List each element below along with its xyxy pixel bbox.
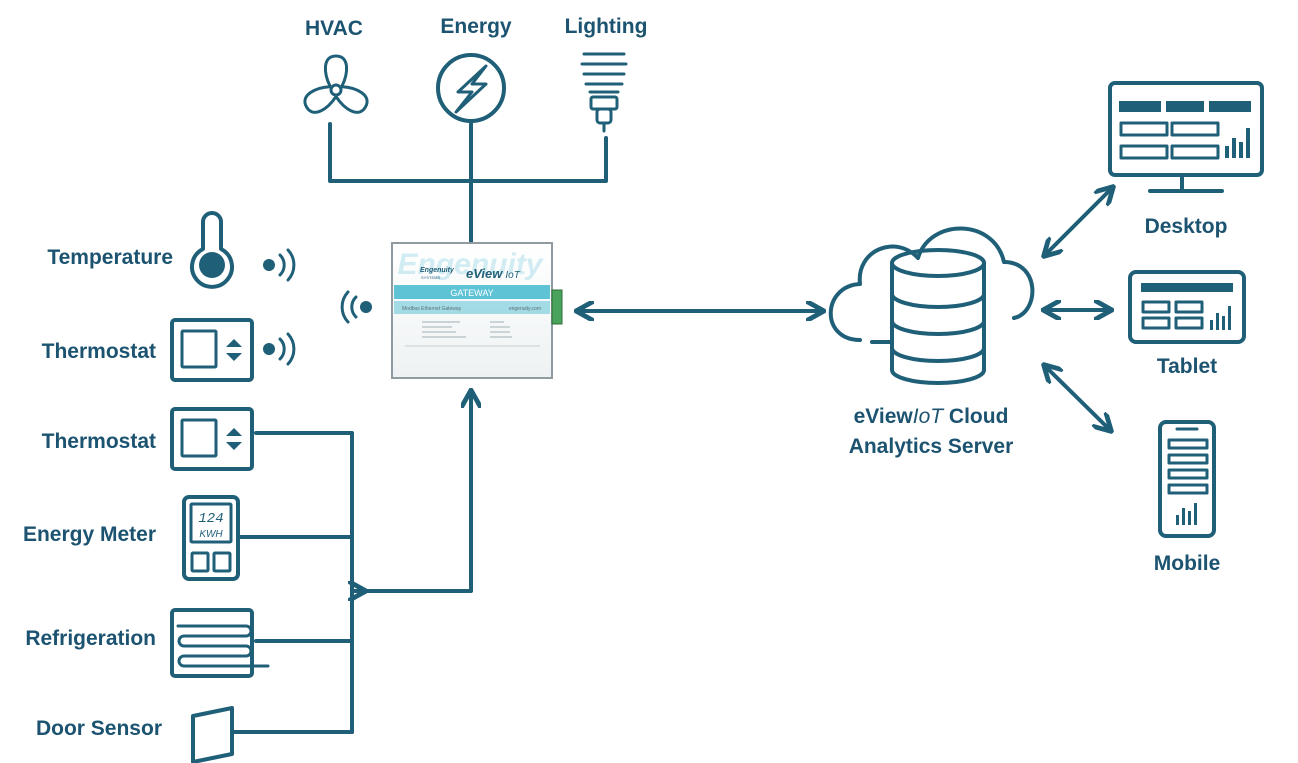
gateway-website: engenuity.com: [509, 306, 541, 312]
hvac-label: HVAC: [305, 17, 363, 40]
cloud-database-icon: [828, 226, 1035, 385]
tablet-icon: [1128, 270, 1246, 344]
desktop-label: Desktop: [1145, 215, 1228, 238]
refrigeration-label: Refrigeration: [25, 627, 156, 650]
fan-icon: [303, 54, 369, 114]
meter-reading: 124: [198, 511, 223, 527]
wireless-signal-icon: [263, 248, 296, 282]
gateway-spec-lines: [422, 321, 512, 338]
gateway-wireless-icon: [340, 290, 372, 324]
desktop-monitor-icon: [1108, 81, 1264, 193]
server-title: eViewIoT Cloud: [854, 405, 1009, 428]
top-bus-lines: [328, 120, 608, 245]
wired-bus-lines: [232, 392, 471, 734]
thermostat-wireless-label: Thermostat: [42, 340, 156, 363]
gateway-banner: GATEWAY: [450, 288, 493, 298]
mobile-phone-icon: [1158, 420, 1216, 538]
door-icon: [191, 706, 234, 763]
mobile-label: Mobile: [1154, 552, 1221, 575]
thermometer-icon: [190, 211, 234, 289]
meter-unit: KWH: [199, 529, 223, 540]
gateway-subtitle: Modbus Ethernet Gateway: [402, 306, 462, 312]
energy-label: Energy: [440, 15, 512, 38]
thermostat-icon: [170, 318, 254, 382]
wireless-signal-icon: [263, 332, 296, 366]
tablet-label: Tablet: [1157, 355, 1217, 378]
gateway-device: [391, 242, 563, 379]
gateway-watermark: Engenuity: [397, 248, 543, 281]
energy-bolt-icon: [436, 53, 506, 123]
refrigeration-coil-icon: [170, 608, 270, 678]
door-sensor-label: Door Sensor: [36, 717, 162, 740]
gateway-brand: Engenuity: [420, 267, 455, 274]
cfl-bulb-icon: [580, 52, 628, 133]
server-subtitle: Analytics Server: [849, 435, 1014, 458]
lighting-label: Lighting: [565, 15, 648, 38]
temperature-label: Temperature: [47, 246, 173, 269]
gateway-brand-sub: SYSTEMS: [421, 275, 440, 280]
energy-meter-icon: [182, 495, 240, 581]
thermostat-icon: [170, 407, 254, 471]
client-links: [1045, 188, 1112, 430]
thermostat-wired-label: Thermostat: [42, 430, 156, 453]
energy-meter-label: Energy Meter: [23, 523, 156, 546]
